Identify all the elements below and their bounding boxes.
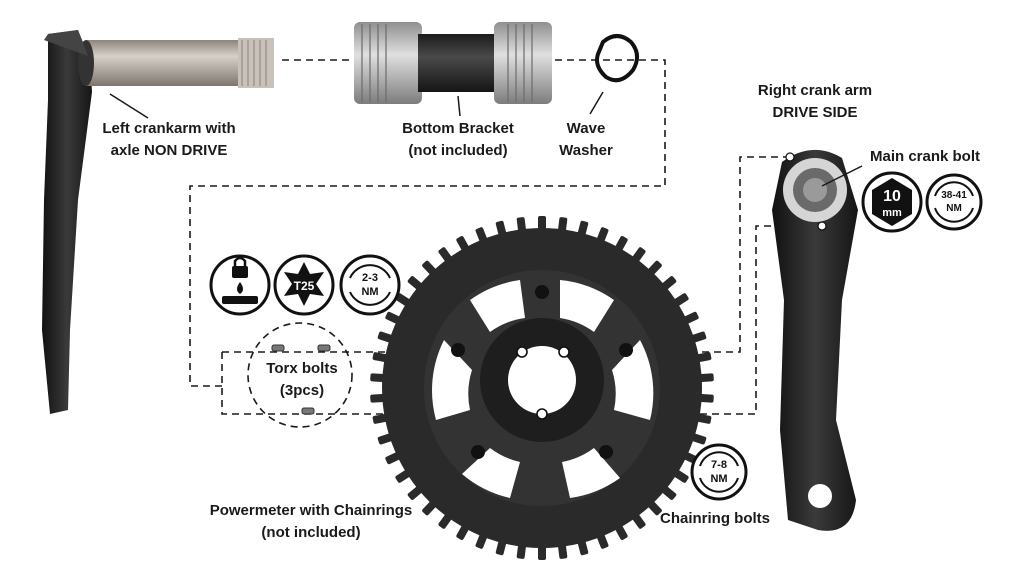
torque-icon: 2-3 NM <box>339 254 401 316</box>
label-line: Bottom Bracket <box>402 120 514 137</box>
label-line: Torx bolts <box>266 360 338 377</box>
label-line: (not included) <box>261 524 361 541</box>
label-line: axle NON DRIVE <box>110 142 228 159</box>
torx-size: T25 <box>294 279 315 293</box>
chainring-tooth <box>538 216 546 232</box>
leader-line <box>589 91 604 115</box>
torque-icon: 7-8 NM <box>690 443 748 501</box>
leader-line <box>821 165 863 187</box>
torque-unit: NM <box>361 286 378 298</box>
torx-bolt-icons <box>271 344 331 415</box>
powermeter-label: Powermeter with Chainrings (not included… <box>186 500 436 544</box>
right-crankarm-label: Right crank arm DRIVE SIDE <box>740 80 890 124</box>
hex-size: 10 <box>883 188 901 205</box>
label-line: Wave <box>566 120 606 137</box>
leader-line <box>457 95 461 117</box>
torque-value: 2-3 <box>362 272 378 284</box>
left-crankarm <box>42 30 274 414</box>
hex-unit: mm <box>882 207 902 219</box>
chainring-bolts-label: Chainring bolts <box>660 510 770 527</box>
right-crankarm <box>772 149 858 531</box>
torque-value: 38-41 <box>941 190 967 201</box>
main-crank-bolt-label: Main crank bolt <box>869 148 981 165</box>
torx-bolts-label: Torx bolts (3pcs) <box>252 358 352 402</box>
left-crankarm-label: Left crankarm with axle NON DRIVE <box>84 118 254 162</box>
label-line: Powermeter with Chainrings <box>209 502 413 519</box>
label-line: (not included) <box>408 142 508 159</box>
bottom-bracket-label: Bottom Bracket (not included) <box>378 118 538 162</box>
powermeter-chainring <box>370 216 714 560</box>
threadlock-icon <box>209 254 271 316</box>
label-line: Washer <box>559 142 613 159</box>
label-line: Left crankarm with <box>102 120 236 137</box>
leader-line <box>109 93 149 119</box>
wave-washer-label: Wave Washer <box>546 118 626 162</box>
torque-unit: NM <box>946 203 962 214</box>
label-line: (3pcs) <box>279 382 325 399</box>
torx-icon: T25 <box>273 254 335 316</box>
wave-washer <box>595 34 639 83</box>
label-line: Right crank arm <box>757 82 873 99</box>
torque-value: 7-8 <box>711 459 727 471</box>
torque-icon: 38-41 NM <box>925 173 983 231</box>
torque-unit: NM <box>710 473 727 485</box>
hex-key-icon: 10 mm <box>861 171 923 233</box>
bottom-bracket <box>354 22 552 104</box>
label-line: DRIVE SIDE <box>772 104 858 121</box>
chainring-tooth <box>538 544 546 560</box>
